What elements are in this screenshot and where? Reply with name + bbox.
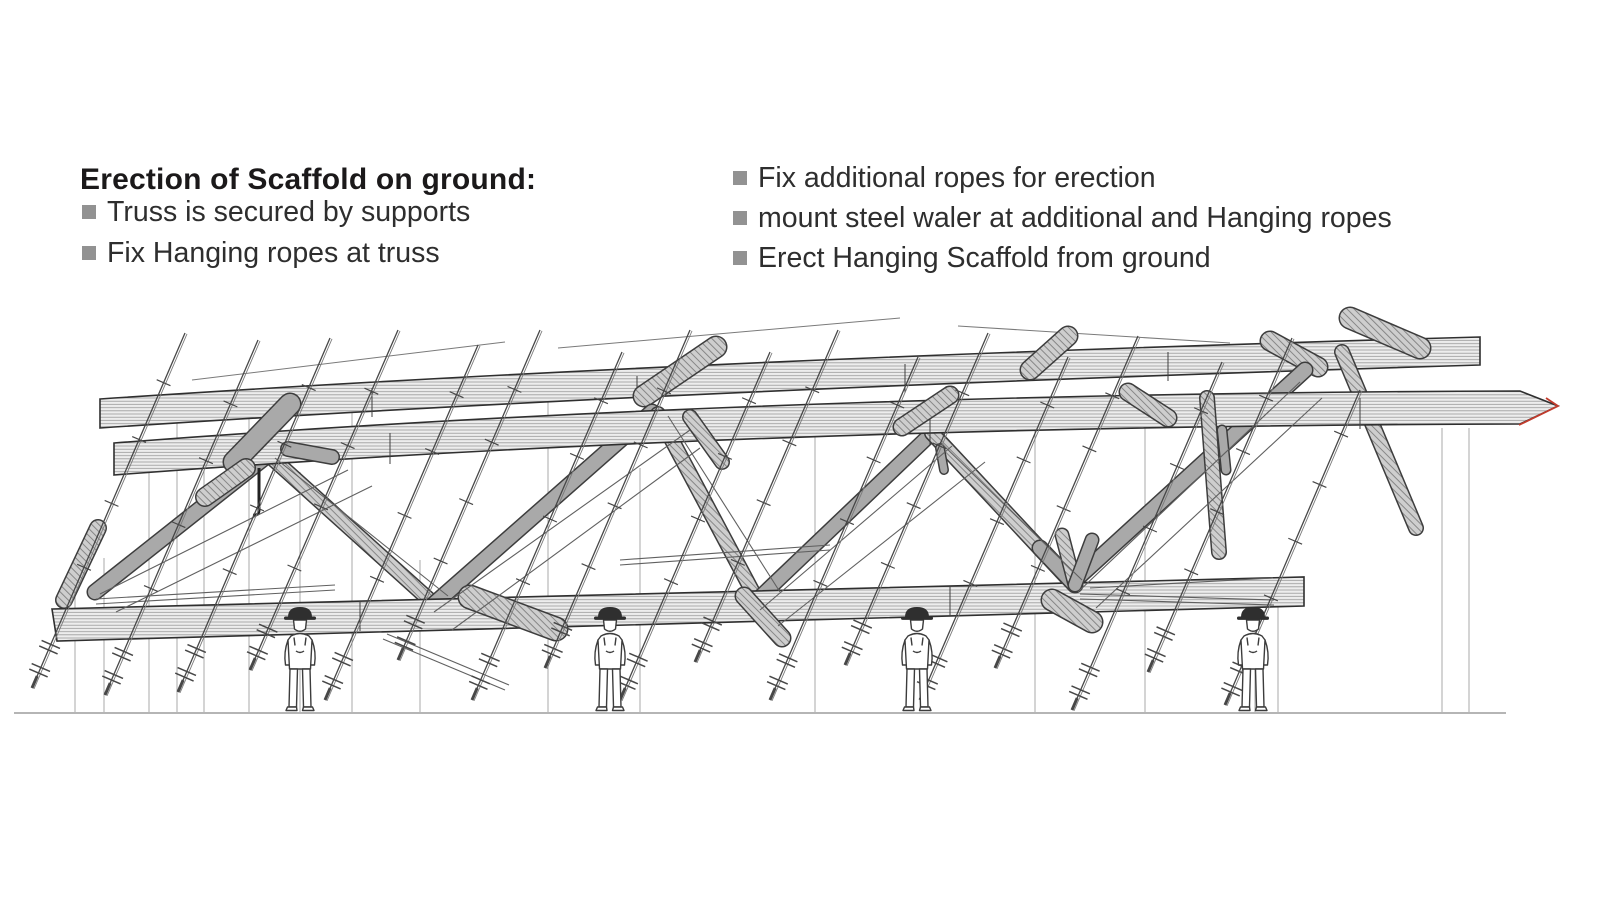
worker-figure: [1236, 606, 1270, 712]
bullet-text: Fix Hanging ropes at truss: [107, 236, 440, 269]
page-title-row: Erection of Scaffold on ground:: [80, 163, 537, 196]
bullet-text: Fix additional ropes for erection: [758, 161, 1156, 194]
bullet-item: mount steel waler at additional and Hang…: [733, 201, 1392, 234]
bullet-text: Truss is secured by supports: [107, 195, 471, 228]
thin-bracing-lines: [95, 381, 1323, 691]
lower-node-tubes: [457, 527, 1104, 648]
node-stub-tubes: [195, 382, 1232, 560]
bullet-text: mount steel waler at additional and Hang…: [758, 201, 1392, 234]
worker-figure: [900, 606, 934, 712]
bullet-item: Erect Hanging Scaffold from ground: [733, 241, 1211, 274]
bullet-item: Truss is secured by supports: [82, 195, 471, 228]
upper-stub-tubes: [632, 306, 1432, 408]
bullet-square-icon: [733, 171, 747, 185]
hanging-scaffold-ropes: [28, 329, 1363, 712]
bullet-square-icon: [733, 251, 747, 265]
bullet-text: Erect Hanging Scaffold from ground: [758, 241, 1211, 274]
bullet-square-icon: [733, 211, 747, 225]
near-top-chord-beam: [113, 390, 1561, 476]
bullet-square-icon: [82, 205, 96, 219]
red-beam-tip: [1518, 397, 1560, 426]
bullet-item: Fix Hanging ropes at truss: [82, 236, 440, 269]
bottom-chord-beam: [51, 576, 1305, 642]
bullet-square-icon: [82, 246, 96, 260]
page-title: Erection of Scaffold on ground:: [80, 163, 537, 196]
bullet-item: Fix additional ropes for erection: [733, 161, 1156, 194]
